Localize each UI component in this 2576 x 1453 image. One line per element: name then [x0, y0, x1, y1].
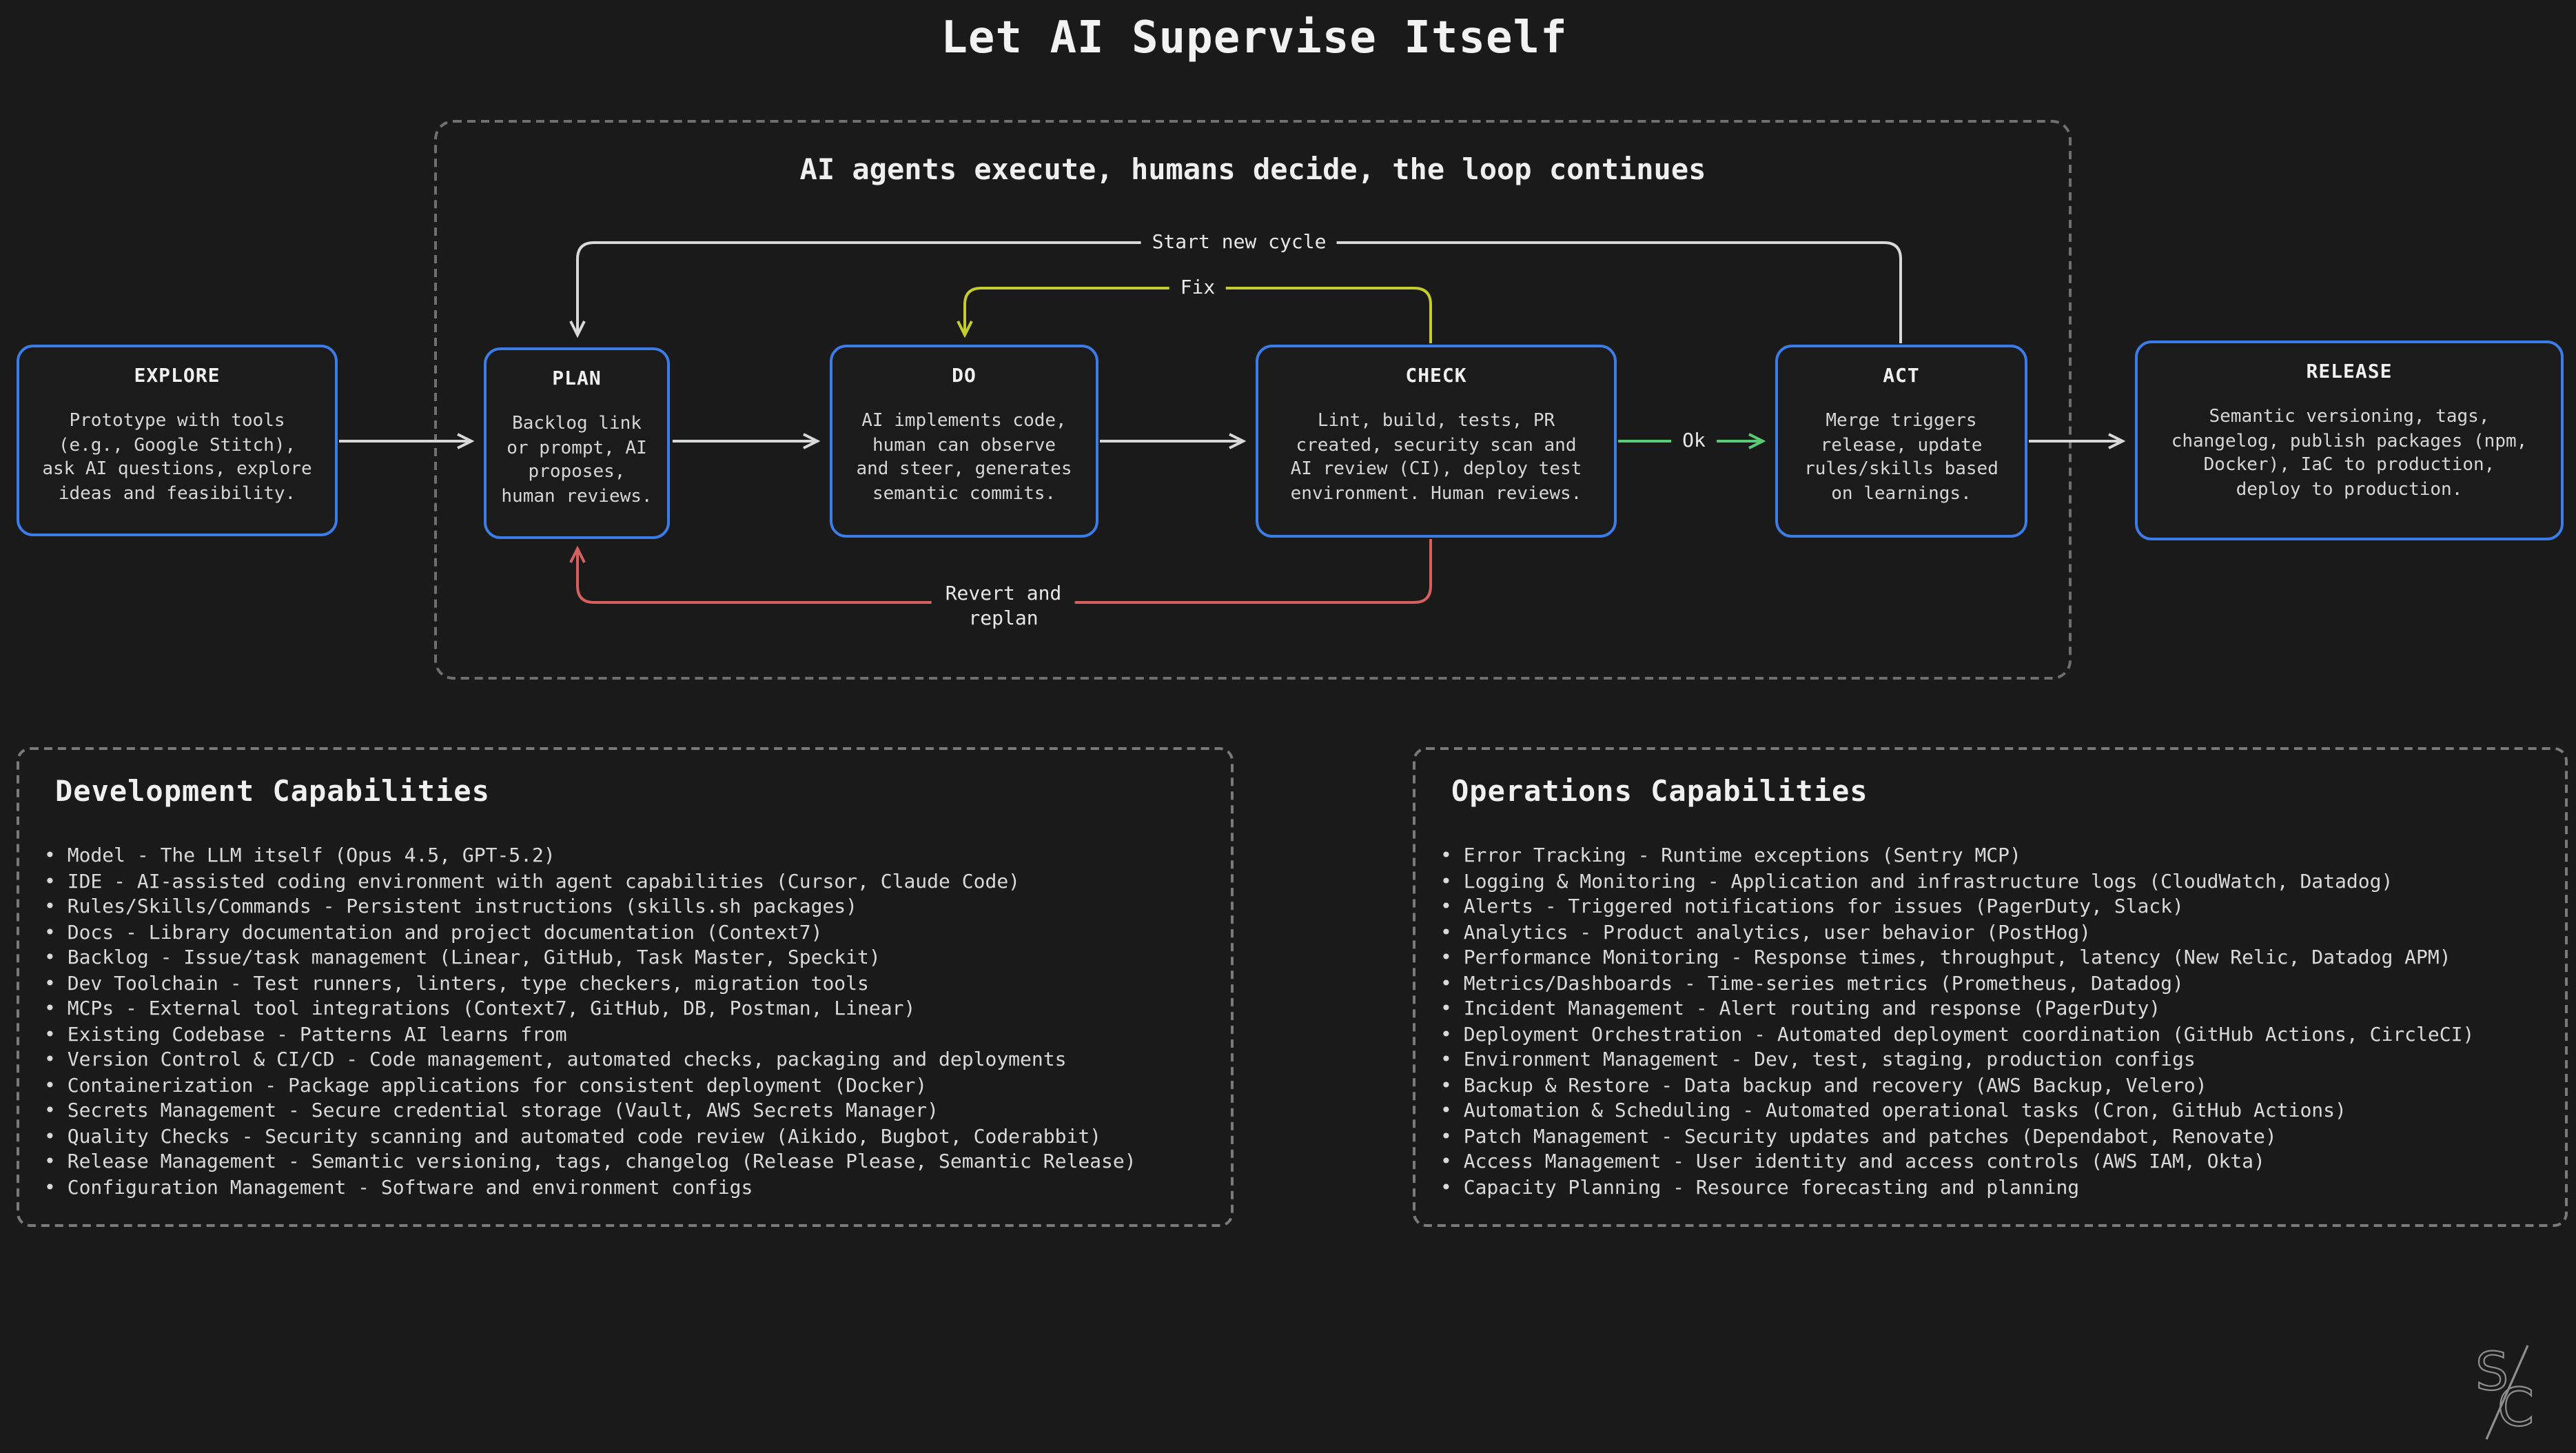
node-do-body: AI implements code, human can observe an…	[856, 411, 1072, 504]
edge-label-revert-and-replan: Revert and replan	[931, 579, 1076, 634]
node-check: CHECK Lint, build, tests, PR created, se…	[1256, 345, 1617, 538]
node-plan-title: PLAN	[552, 368, 602, 390]
list-item: Performance Monitoring - Response times,…	[1440, 946, 2546, 971]
list-item: Deployment Orchestration - Automated dep…	[1440, 1022, 2546, 1048]
cycle-container: AI agents execute, humans decide, the lo…	[434, 120, 2072, 680]
list-item: Secrets Management - Secure credential s…	[44, 1099, 1212, 1124]
sc-monogram-logo: S C	[2475, 1340, 2535, 1440]
list-item: MCPs - External tool integrations (Conte…	[44, 997, 1212, 1022]
list-item: Version Control & CI/CD - Code managemen…	[44, 1048, 1212, 1073]
list-item: Patch Management - Security updates and …	[1440, 1124, 2546, 1150]
list-item: Error Tracking - Runtime exceptions (Sen…	[1440, 844, 2546, 869]
list-item: IDE - AI-assisted coding environment wit…	[44, 869, 1212, 895]
list-item: Containerization - Package applications …	[44, 1073, 1212, 1099]
node-explore-body: Prototype with tools (e.g., Google Stitc…	[42, 411, 312, 504]
page-title: Let AI Supervise Itself	[941, 11, 1568, 63]
operations-capability-list: Error Tracking - Runtime exceptions (Sen…	[1440, 844, 2546, 1201]
edge-label-revert-line2: replan	[968, 608, 1039, 630]
list-item: Capacity Planning - Resource forecasting…	[1440, 1175, 2546, 1201]
panel-operations-heading: Operations Capabilities	[1451, 775, 1868, 808]
list-item: Configuration Management - Software and …	[44, 1175, 1212, 1201]
list-item: Model - The LLM itself (Opus 4.5, GPT-5.…	[44, 844, 1212, 869]
list-item: Access Management - User identity and ac…	[1440, 1150, 2546, 1175]
node-act: ACT Merge triggers release, update rules…	[1775, 345, 2027, 538]
logo-letter-s: S	[2475, 1341, 2508, 1402]
list-item: Logging & Monitoring - Application and i…	[1440, 869, 2546, 895]
panel-development-capabilities: Development Capabilities Model - The LLM…	[17, 747, 1234, 1227]
node-explore-title: EXPLORE	[134, 365, 221, 387]
node-plan-body: Backlog link or prompt, AI proposes, hum…	[501, 414, 653, 507]
node-act-title: ACT	[1883, 365, 1920, 387]
list-item: Automation & Scheduling - Automated oper…	[1440, 1099, 2546, 1124]
node-release-body: Semantic versioning, tags, changelog, pu…	[2171, 407, 2528, 500]
node-check-body: Lint, build, tests, PR created, security…	[1290, 411, 1582, 504]
edge-label-start-new-cycle: Start new cycle	[1141, 230, 1338, 255]
development-capability-list: Model - The LLM itself (Opus 4.5, GPT-5.…	[44, 844, 1212, 1201]
list-item: Incident Management - Alert routing and …	[1440, 997, 2546, 1022]
node-do: DO AI implements code, human can observe…	[830, 345, 1098, 538]
list-item: Dev Toolchain - Test runners, linters, t…	[44, 971, 1212, 997]
node-explore: EXPLORE Prototype with tools (e.g., Goog…	[17, 345, 338, 536]
node-act-body: Merge triggers release, update rules/ski…	[1804, 411, 1999, 504]
node-do-title: DO	[952, 365, 977, 387]
arrow-start-new-cycle	[577, 241, 1902, 343]
node-release: RELEASE Semantic versioning, tags, chang…	[2135, 341, 2564, 540]
list-item: Quality Checks - Security scanning and a…	[44, 1124, 1212, 1150]
cycle-subtitle: AI agents execute, humans decide, the lo…	[799, 153, 1706, 186]
list-item: Rules/Skills/Commands - Persistent instr…	[44, 895, 1212, 920]
list-item: Backlog - Issue/task management (Linear,…	[44, 946, 1212, 971]
edge-label-fix: Fix	[1169, 276, 1227, 301]
edge-label-ok: Ok	[1671, 429, 1717, 454]
list-item: Alerts - Triggered notifications for iss…	[1440, 895, 2546, 920]
logo-slash	[2485, 1345, 2529, 1440]
list-item: Release Management - Semantic versioning…	[44, 1150, 1212, 1175]
list-item: Environment Management - Dev, test, stag…	[1440, 1048, 2546, 1073]
list-item: Backup & Restore - Data backup and recov…	[1440, 1073, 2546, 1099]
node-check-title: CHECK	[1405, 365, 1467, 387]
logo-letter-c: C	[2497, 1376, 2534, 1438]
node-release-title: RELEASE	[2306, 361, 2393, 383]
list-item: Metrics/Dashboards - Time-series metrics…	[1440, 971, 2546, 997]
list-item: Analytics - Product analytics, user beha…	[1440, 920, 2546, 946]
panel-development-heading: Development Capabilities	[55, 775, 490, 808]
list-item: Docs - Library documentation and project…	[44, 920, 1212, 946]
edge-label-revert-line1: Revert and	[945, 583, 1062, 605]
list-item: Existing Codebase - Patterns AI learns f…	[44, 1022, 1212, 1048]
node-plan: PLAN Backlog link or prompt, AI proposes…	[484, 347, 670, 539]
panel-operations-capabilities: Operations Capabilities Error Tracking -…	[1413, 747, 2568, 1227]
